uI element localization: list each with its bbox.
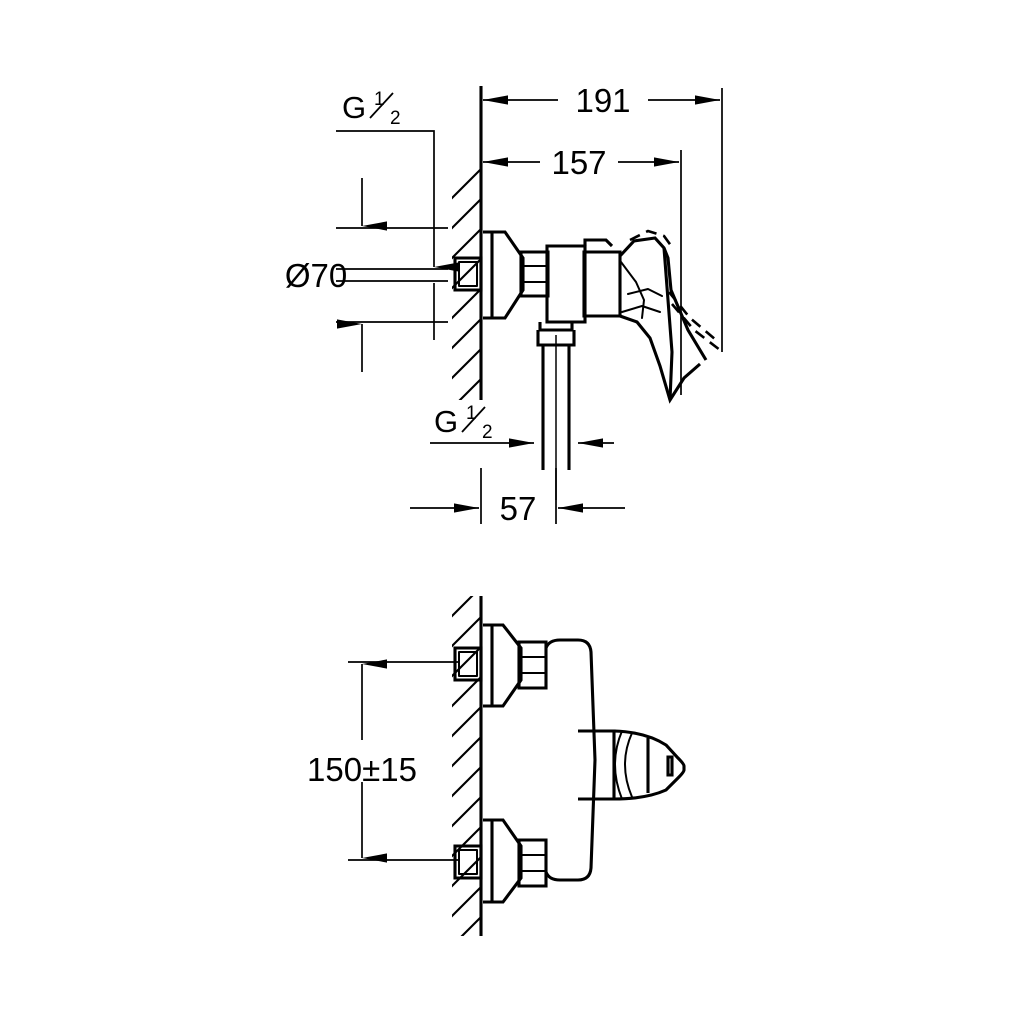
wall-section-bottom	[452, 596, 483, 936]
square-union-nut-lower	[453, 844, 483, 880]
dimension-value-70: Ø70	[285, 257, 347, 294]
dimension-value-157: 157	[551, 144, 606, 181]
lever-handle-shade-2	[627, 288, 663, 297]
mixer-body-front	[544, 638, 597, 882]
lever-handle-ghost-top	[629, 229, 674, 248]
side-elevation-view: 191 157 Ø70	[285, 82, 723, 527]
lever-handle-tip-front	[613, 729, 686, 801]
lever-handle-neck	[662, 247, 674, 401]
hex-coupling-nut-upper	[517, 640, 548, 690]
callout-g-denominator-upper: 2	[390, 108, 401, 129]
callout-g-letter-upper: G	[342, 90, 367, 125]
wall-hatching-bottom	[452, 596, 482, 936]
upper-inlet-assembly	[453, 623, 548, 708]
callout-g-fraction-bar-lower	[461, 406, 486, 433]
dimension-191: 191	[483, 82, 723, 352]
lever-handle-curve-1	[614, 730, 623, 800]
dimension-157: 157	[483, 144, 682, 395]
wall-hatching-top	[452, 168, 482, 400]
square-union-nut-inner-side	[458, 261, 478, 287]
square-union-nut-inner-upper	[458, 651, 478, 677]
dimension-diameter-70: Ø70	[285, 178, 448, 372]
escutcheon-cone-upper	[483, 623, 523, 708]
hex-coupling-nut-lower	[517, 838, 548, 888]
lever-handle-upper-outline	[618, 236, 708, 361]
valve-body-rear-side	[545, 244, 587, 324]
cartridge-cap-side	[583, 238, 614, 248]
lower-inlet-assembly	[453, 818, 548, 904]
square-union-nut-side	[453, 256, 483, 292]
lever-handle-curve-2	[624, 732, 633, 798]
body-plate-outline-front	[544, 638, 597, 882]
callout-g-half-upper: G 1 2	[336, 89, 459, 340]
hex-coupling-nut-side	[519, 250, 550, 298]
dimension-57: 57	[410, 468, 625, 527]
callout-g-numerator-lower: 1	[466, 403, 477, 424]
escutcheon-cone-lower	[483, 818, 523, 904]
callout-g-denominator-lower: 2	[482, 422, 493, 443]
lever-handle-ghost-arm-upper	[667, 291, 717, 341]
escutcheon-cone-side	[483, 230, 525, 320]
dimension-value-191: 191	[575, 82, 630, 119]
lever-handle-front	[578, 729, 686, 801]
dimension-value-57: 57	[500, 490, 537, 527]
callout-g-numerator-upper: 1	[374, 89, 385, 110]
valve-body-front-side	[582, 250, 622, 318]
lever-handle-shade-3	[621, 305, 661, 313]
front-elevation-view: 150±15	[307, 596, 686, 936]
lever-handle-lower-outline	[619, 314, 702, 404]
leader-line-g12-upper	[336, 130, 435, 190]
square-union-nut-inner-lower	[458, 849, 478, 875]
lever-handle-slot-front	[666, 755, 674, 777]
wall-section-top	[452, 86, 483, 400]
lever-handle-ghost-arm-lower	[671, 303, 721, 352]
square-union-nut-upper	[453, 646, 483, 682]
dimension-150: 150±15	[307, 659, 460, 863]
callout-g-letter-lower: G	[434, 404, 459, 439]
callout-g-fraction-bar-upper	[369, 92, 394, 119]
dimension-value-150: 150±15	[307, 751, 417, 788]
callout-g-half-lower: G 1 2	[430, 403, 614, 448]
mixer-body-side	[453, 229, 721, 500]
outlet-collar-upper	[538, 322, 574, 332]
